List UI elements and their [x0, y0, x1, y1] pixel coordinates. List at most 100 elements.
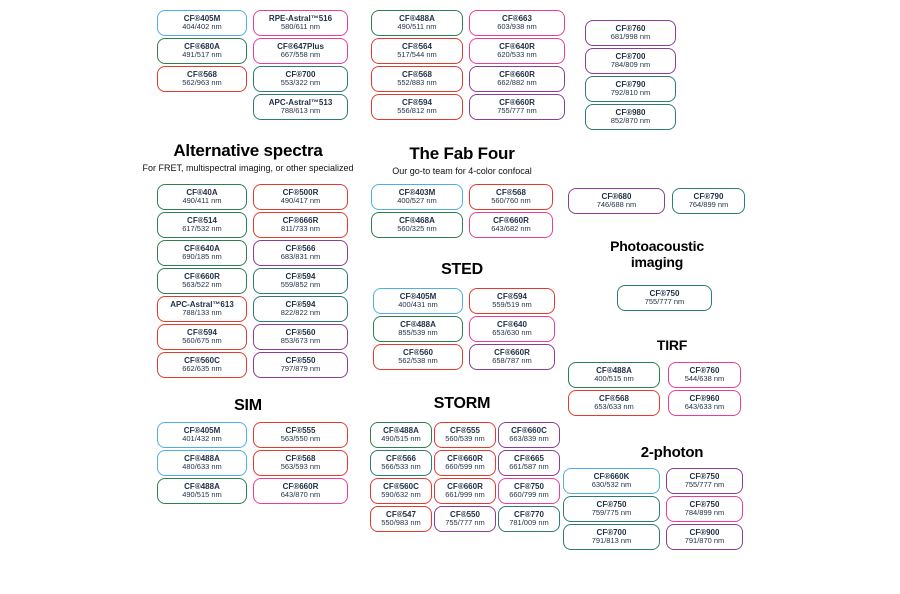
dye-wavelengths: 560/539 nm: [445, 434, 485, 444]
dye-name: CF®790: [693, 191, 724, 201]
dye-wavelengths: 661/999 nm: [445, 490, 485, 500]
section-heading-sted: STED: [441, 261, 483, 279]
dye-name: CF®568: [402, 69, 432, 79]
dye-wavelengths: 404/402 nm: [182, 22, 222, 32]
dye-wavelengths: 759/775 nm: [591, 508, 632, 518]
dye-wavelengths: 791/870 nm: [684, 536, 725, 546]
dye-name: CF®660R: [493, 215, 529, 225]
dye-name: CF®750: [649, 288, 680, 298]
dye-wavelengths: 603/938 nm: [497, 22, 537, 32]
dye-wavelengths: 755/777 nm: [497, 106, 537, 116]
dye-wavelengths: 620/533 nm: [497, 50, 537, 60]
dye-wavelengths: 643/870 nm: [280, 490, 321, 500]
dye-name: CF®568: [187, 69, 217, 79]
section-title: SIM: [234, 397, 262, 414]
dye-wavelengths: 491/517 nm: [182, 50, 222, 60]
dye-wavelengths: 681/998 nm: [610, 32, 651, 42]
dye-wavelengths: 400/527 nm: [397, 196, 437, 206]
dye-name: CF®660R: [499, 97, 535, 107]
dye-wavelengths: 490/515 nm: [381, 434, 421, 444]
dye-name: CF®640A: [184, 243, 220, 253]
dye-name: CF®640R: [499, 41, 535, 51]
dye-wavelengths: 560/325 nm: [397, 224, 437, 234]
dye-name: CF®488A: [383, 425, 419, 435]
dye-name: CF®660C: [511, 425, 547, 435]
dye-wavelengths: 683/831 nm: [280, 252, 321, 262]
dye-wavelengths: 560/675 nm: [182, 336, 222, 346]
dye-wavelengths: 562/963 nm: [182, 78, 222, 88]
dye-name: CF®700: [285, 69, 316, 79]
dye-wavelengths: 556/812 nm: [397, 106, 437, 116]
dye-wavelengths: 755/777 nm: [445, 518, 485, 528]
dye-wavelengths: 855/539 nm: [398, 328, 438, 338]
dye-wavelengths: 566/533 nm: [381, 462, 421, 472]
dye-wavelengths: 580/611 nm: [280, 22, 321, 32]
dye-name: CF®647Plus: [277, 41, 324, 51]
section-heading-twophoton: 2-photon: [641, 444, 704, 461]
dye-name: CF®660R: [499, 69, 535, 79]
dye-wavelengths: 755/777 nm: [684, 480, 725, 490]
dye-name: CF®468A: [399, 215, 435, 225]
dye-name: CF®663: [502, 13, 532, 23]
dye-wavelengths: 662/882 nm: [497, 78, 537, 88]
dye-wavelengths: 553/322 nm: [280, 78, 321, 88]
dye-name: CF®564: [402, 41, 432, 51]
section-title: TIRF: [656, 337, 688, 353]
dye-name: APC-Astral™513: [268, 97, 333, 107]
section-title: 2-photon: [640, 444, 704, 461]
dye-name: CF®547: [386, 509, 416, 519]
section-title: Alternative spectra: [173, 141, 323, 160]
dye-wavelengths: 563/593 nm: [280, 462, 321, 472]
dye-wavelengths: 764/899 nm: [688, 200, 729, 210]
dye-name: APC-Astral™613: [170, 299, 234, 309]
dye-wavelengths: 563/550 nm: [280, 434, 321, 444]
